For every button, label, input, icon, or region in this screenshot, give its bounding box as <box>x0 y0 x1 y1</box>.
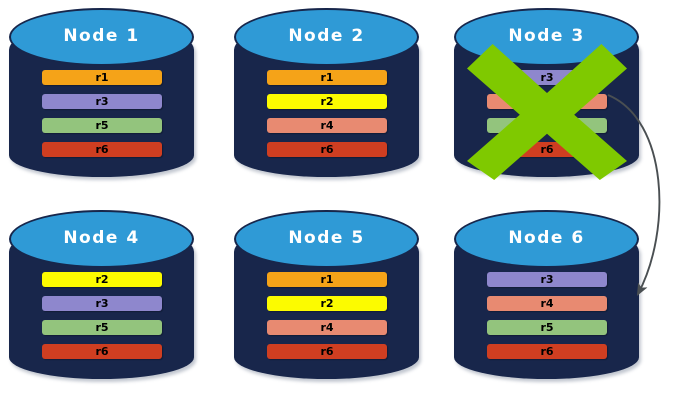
record-label: r5 <box>95 119 109 132</box>
record-bar[interactable]: r6 <box>487 142 607 157</box>
database-node-3[interactable]: Node 3 r3 r4 r5 r6 <box>454 6 639 186</box>
record-bar[interactable]: r3 <box>487 272 607 287</box>
database-node-6[interactable]: Node 6 r3 r4 r5 r6 <box>454 208 639 388</box>
record-bar[interactable]: r4 <box>487 94 607 109</box>
cylinder-top-ellipse: Node 4 <box>9 210 194 268</box>
record-label: r6 <box>320 143 334 156</box>
record-bar[interactable]: r4 <box>267 118 387 133</box>
record-list: r1 r3 r5 r6 <box>42 70 162 157</box>
record-label: r1 <box>320 71 334 84</box>
record-label: r4 <box>540 95 554 108</box>
record-list: r3 r4 r5 r6 <box>487 70 607 157</box>
record-list: r2 r3 r5 r6 <box>42 272 162 359</box>
database-node-1[interactable]: Node 1 r1 r3 r5 r6 <box>9 6 194 186</box>
cylinder-top-ellipse: Node 2 <box>234 8 419 66</box>
record-label: r3 <box>540 71 554 84</box>
record-list: r3 r4 r5 r6 <box>487 272 607 359</box>
cylinder-top-ellipse: Node 6 <box>454 210 639 268</box>
record-label: r2 <box>320 297 334 310</box>
record-label: r4 <box>320 119 334 132</box>
record-label: r6 <box>95 345 109 358</box>
record-bar[interactable]: r6 <box>267 142 387 157</box>
record-label: r5 <box>95 321 109 334</box>
record-label: r4 <box>320 321 334 334</box>
record-bar[interactable]: r3 <box>487 70 607 85</box>
record-bar[interactable]: r4 <box>487 296 607 311</box>
record-bar[interactable]: r6 <box>42 344 162 359</box>
record-label: r3 <box>95 95 109 108</box>
cylinder-top-ellipse: Node 3 <box>454 8 639 66</box>
record-label: r1 <box>95 71 109 84</box>
record-bar[interactable]: r6 <box>487 344 607 359</box>
record-bar[interactable]: r6 <box>42 142 162 157</box>
record-label: r5 <box>540 119 554 132</box>
record-bar[interactable]: r1 <box>267 70 387 85</box>
record-label: r1 <box>320 273 334 286</box>
node-title: Node 1 <box>63 26 140 46</box>
node-title: Node 5 <box>288 228 365 248</box>
node-title: Node 4 <box>63 228 140 248</box>
node-title: Node 6 <box>508 228 585 248</box>
record-label: r3 <box>95 297 109 310</box>
node-title: Node 3 <box>508 26 585 46</box>
record-bar[interactable]: r5 <box>42 320 162 335</box>
database-node-2[interactable]: Node 2 r1 r2 r4 r6 <box>234 6 419 186</box>
database-node-4[interactable]: Node 4 r2 r3 r5 r6 <box>9 208 194 388</box>
record-bar[interactable]: r3 <box>42 94 162 109</box>
cylinder-top-ellipse: Node 1 <box>9 8 194 66</box>
record-label: r2 <box>320 95 334 108</box>
record-list: r1 r2 r4 r6 <box>267 70 387 157</box>
cylinder-top-ellipse: Node 5 <box>234 210 419 268</box>
database-node-5[interactable]: Node 5 r1 r2 r4 r6 <box>234 208 419 388</box>
record-label: r6 <box>540 345 554 358</box>
record-label: r6 <box>320 345 334 358</box>
node-title: Node 2 <box>288 26 365 46</box>
record-label: r4 <box>540 297 554 310</box>
record-bar[interactable]: r3 <box>42 296 162 311</box>
record-bar[interactable]: r4 <box>267 320 387 335</box>
record-label: r2 <box>95 273 109 286</box>
record-bar[interactable]: r6 <box>267 344 387 359</box>
record-label: r5 <box>540 321 554 334</box>
record-list: r1 r2 r4 r6 <box>267 272 387 359</box>
record-label: r3 <box>540 273 554 286</box>
record-label: r6 <box>95 143 109 156</box>
record-bar[interactable]: r1 <box>267 272 387 287</box>
record-bar[interactable]: r2 <box>42 272 162 287</box>
record-bar[interactable]: r5 <box>487 320 607 335</box>
record-bar[interactable]: r2 <box>267 94 387 109</box>
record-label: r6 <box>540 143 554 156</box>
record-bar[interactable]: r5 <box>42 118 162 133</box>
record-bar[interactable]: r2 <box>267 296 387 311</box>
record-bar[interactable]: r5 <box>487 118 607 133</box>
record-bar[interactable]: r1 <box>42 70 162 85</box>
